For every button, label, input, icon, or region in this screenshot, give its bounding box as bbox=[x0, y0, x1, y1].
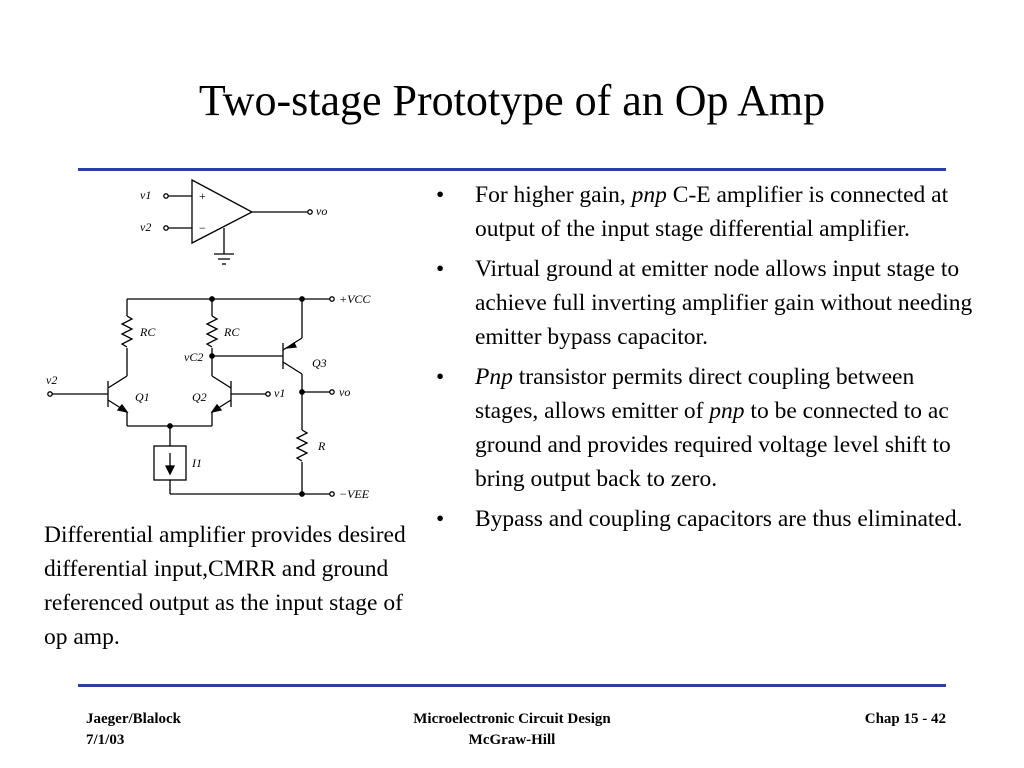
slide-title: Two-stage Prototype of an Op Amp bbox=[198, 76, 826, 125]
bullet-item: • Virtual ground at emitter node allows i… bbox=[436, 252, 976, 354]
bullet-text: Virtual ground at emitter node allows in… bbox=[475, 256, 973, 350]
bullet-item: • Bypass and coupling capacitors are thus… bbox=[436, 502, 976, 536]
bullet-text: pnp bbox=[631, 182, 667, 208]
bullet-text: Pnp bbox=[475, 364, 513, 390]
bullet-text: pnp bbox=[709, 398, 745, 424]
rc-left-label: RC bbox=[139, 325, 156, 339]
bullet-text: Bypass and coupling capacitors are thus … bbox=[475, 506, 963, 532]
circuit-diagram: v1 v2 + − vo bbox=[46, 178, 371, 501]
vcc-label: +VCC bbox=[339, 292, 371, 306]
footer-book-title: Microelectronic Circuit Design bbox=[413, 711, 611, 727]
footer-date-text: 7/1/03 bbox=[86, 732, 125, 748]
footer-chapter-page: Chap 15 - 42 bbox=[864, 711, 946, 727]
bullet-text: to be connected to ac ground and provide… bbox=[475, 398, 951, 492]
vo-output-label: vo bbox=[339, 385, 350, 399]
bullet-item: • For higher gain, pnp C-E amplifier is c… bbox=[436, 178, 976, 246]
top-divider bbox=[78, 168, 946, 171]
q2-label: Q2 bbox=[192, 390, 207, 404]
bullet-dot-icon: • bbox=[436, 182, 445, 208]
opamp-minus-label: − bbox=[199, 221, 206, 235]
rc-right-label: RC bbox=[223, 325, 240, 339]
bullet-list: • For higher gain, pnp C-E amplifier is c… bbox=[436, 178, 976, 542]
opamp-vo-label: vo bbox=[316, 204, 327, 218]
vee-label: −VEE bbox=[339, 487, 370, 501]
footer-publisher: McGraw-Hill bbox=[468, 732, 556, 748]
footer-book: Microelectronic Circuit Design McGraw-Hi… bbox=[362, 709, 662, 751]
opamp-v2-label: v2 bbox=[140, 220, 151, 234]
i1-label: I1 bbox=[191, 456, 202, 470]
bullet-dot-icon: • bbox=[436, 506, 445, 532]
bullet-dot-icon: • bbox=[436, 364, 445, 390]
bullet-text: For higher gain, bbox=[475, 182, 632, 208]
footer-authors: Jaeger/Blalock 7/1/03 bbox=[86, 709, 181, 751]
differential-pair-circuit bbox=[47, 296, 335, 497]
circuit-caption: Differential amplifier provides desired … bbox=[44, 522, 406, 650]
v1-input-label: v1 bbox=[274, 386, 285, 400]
opamp-symbol bbox=[163, 178, 313, 265]
bottom-divider bbox=[78, 684, 946, 687]
opamp-plus-label: + bbox=[199, 189, 206, 203]
vc2-label: vC2 bbox=[184, 350, 203, 364]
bullet-text: C-E amplifier is connected at output of … bbox=[475, 182, 949, 242]
q3-label: Q3 bbox=[312, 356, 327, 370]
q1-label: Q1 bbox=[135, 390, 150, 404]
bullet-item: • Pnp transistor permits direct coupling … bbox=[436, 360, 976, 496]
r-label: R bbox=[317, 439, 326, 453]
bullet-text: transistor permits direct coupling betwe… bbox=[475, 364, 915, 424]
footer-author-text: Jaeger/Blalock bbox=[86, 711, 181, 727]
v2-input-label: v2 bbox=[46, 373, 57, 387]
bullet-dot-icon: • bbox=[436, 256, 445, 282]
opamp-v1-label: v1 bbox=[140, 188, 151, 202]
